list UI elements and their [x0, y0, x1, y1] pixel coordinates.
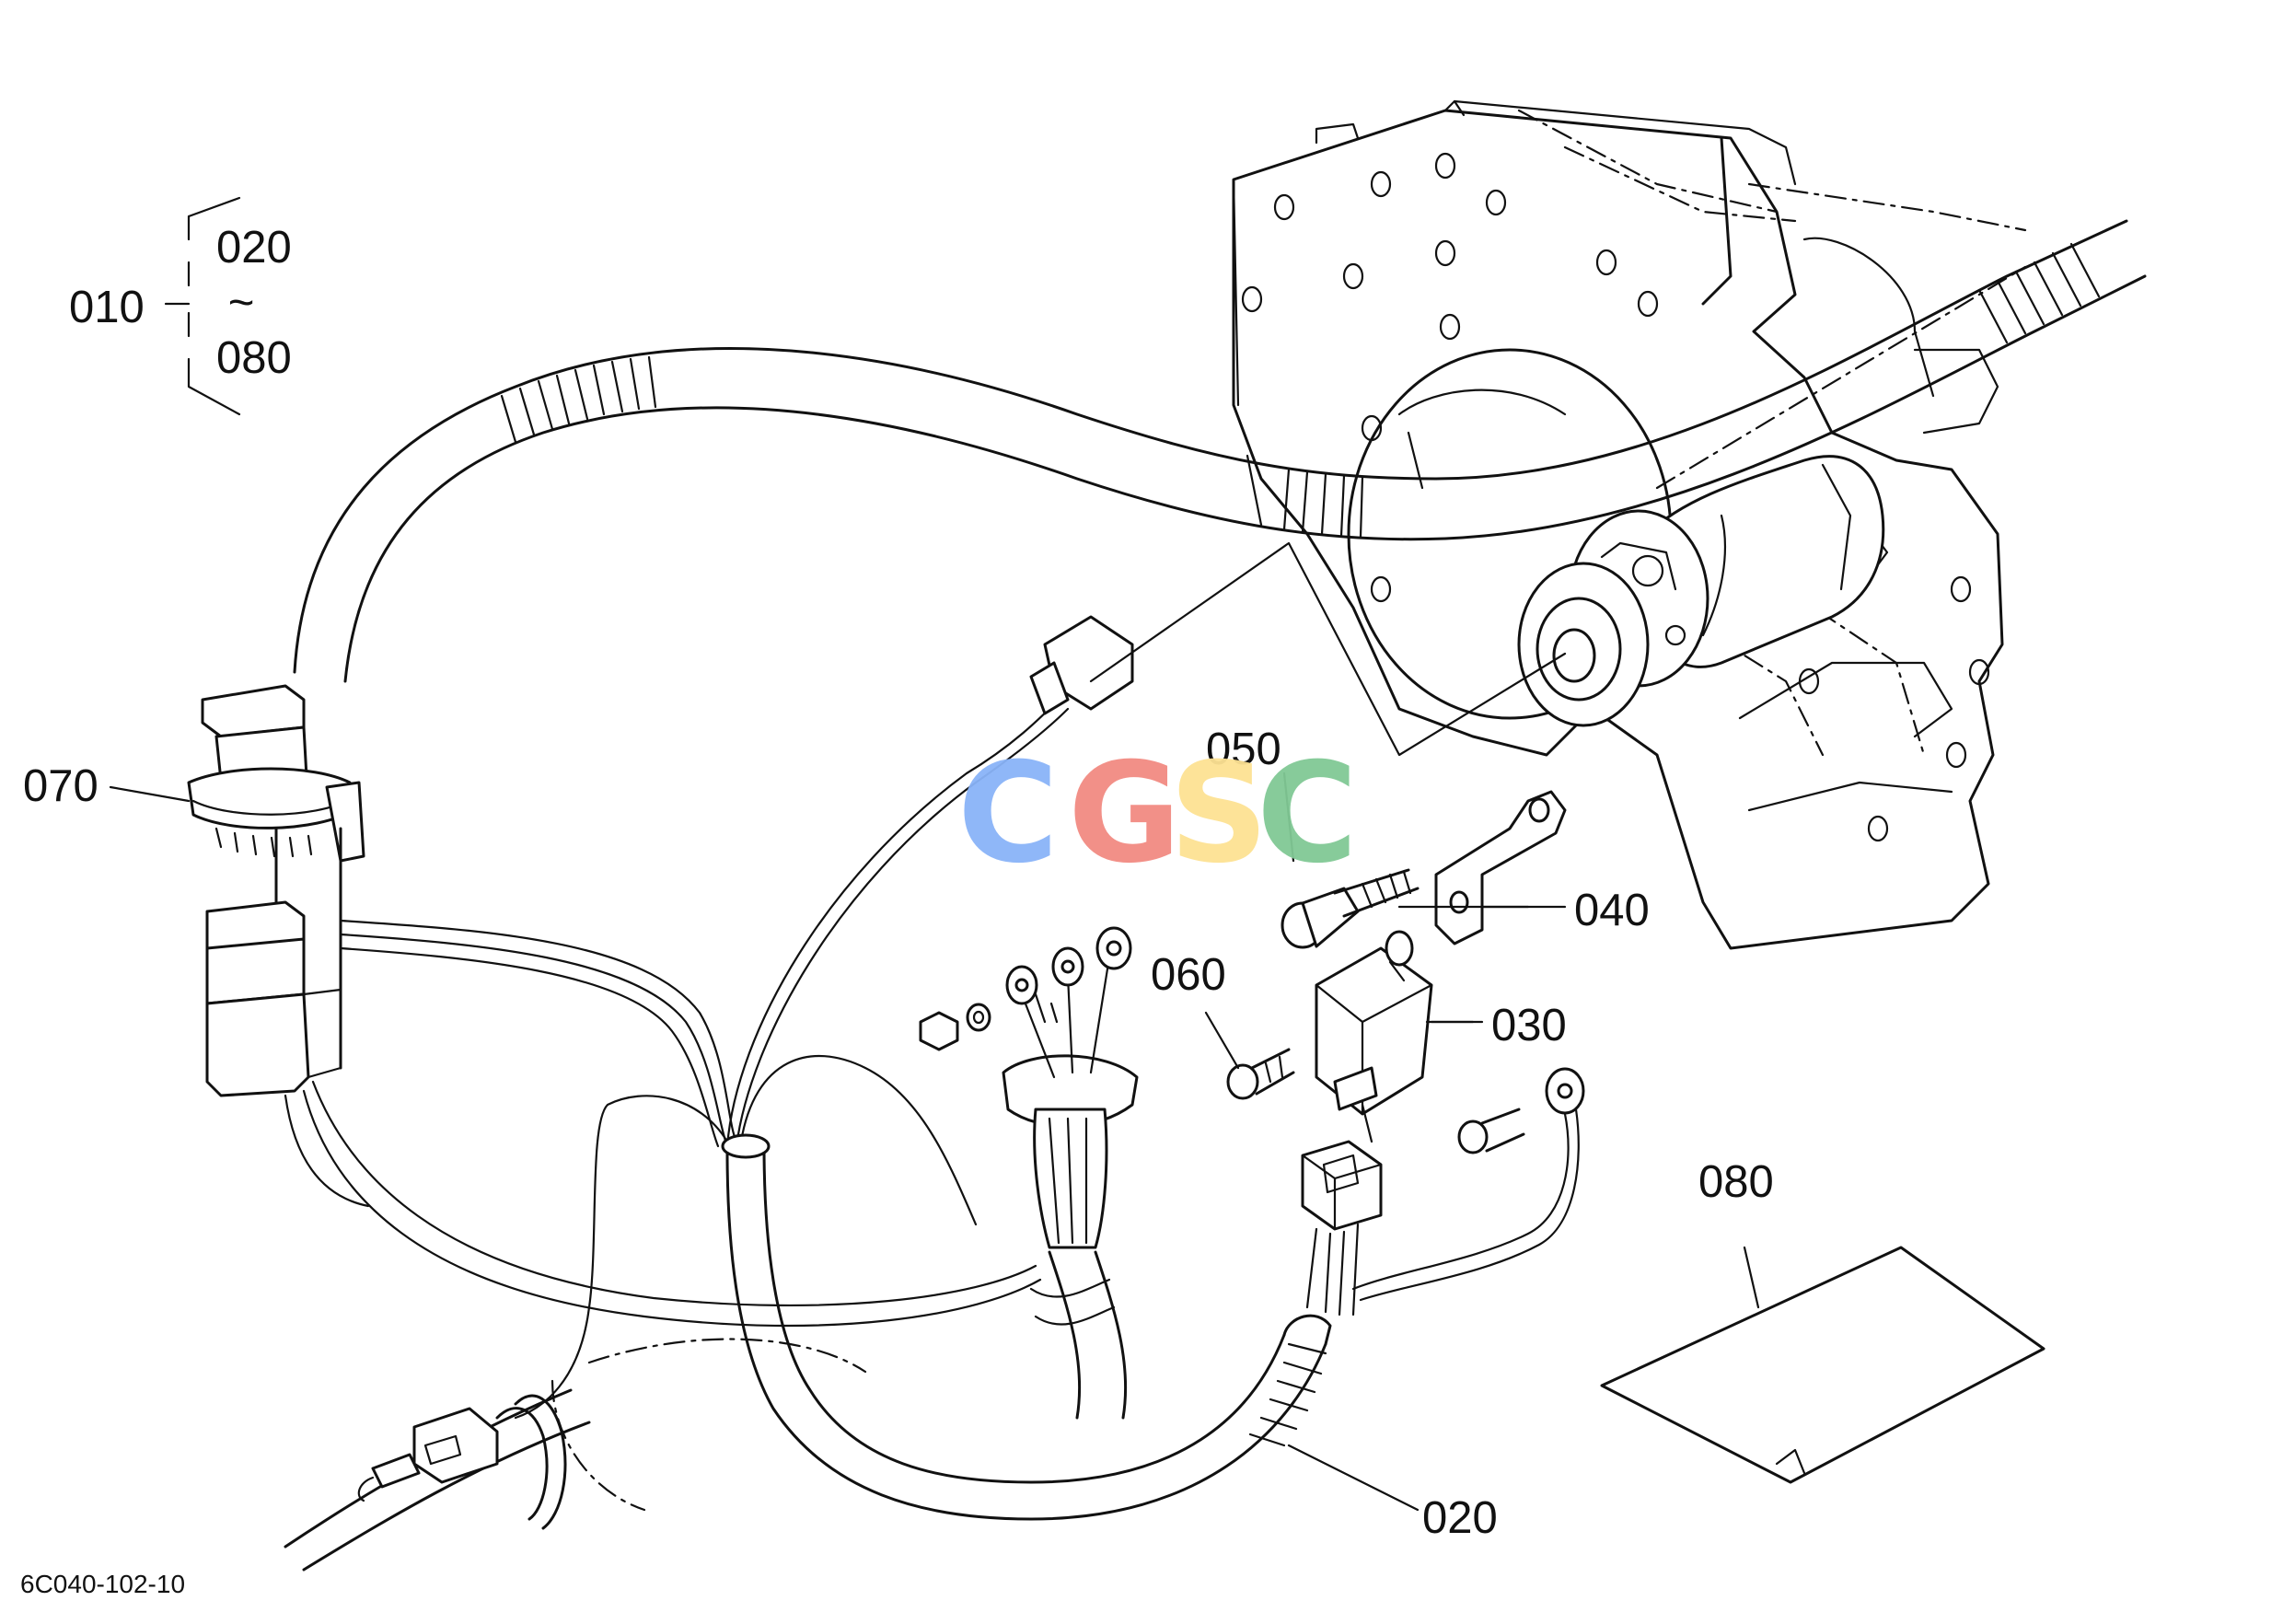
starter-motor [1517, 455, 1885, 727]
screw-060 [1226, 1048, 1295, 1100]
wire-bundle [284, 698, 1070, 1420]
lower-corrugation [1248, 1342, 1327, 1447]
connector-070-assembly [187, 684, 365, 1097]
harness-lower-bend [721, 1133, 1332, 1521]
callout-020-range: 020 [216, 223, 292, 273]
bracket-040 [1434, 790, 1567, 945]
inline-connector-top [1029, 615, 1134, 715]
callout-010: 010 [69, 283, 145, 332]
harness-lower-left [284, 1338, 867, 1572]
leader-lines [109, 196, 1760, 1512]
watermark-letter-3: S [1169, 734, 1269, 894]
relay-030 [1301, 930, 1433, 1317]
cgsc-watermark: C G S C [957, 734, 1358, 894]
callout-020: 020 [1422, 1493, 1498, 1543]
bolt-050 [1281, 868, 1420, 949]
callout-070: 070 [23, 761, 99, 811]
callout-080: 080 [1698, 1157, 1774, 1207]
callout-040: 040 [1574, 886, 1650, 935]
figure-code: 6C040-102-10 [20, 1570, 185, 1598]
harness-corrugation [500, 242, 2101, 539]
callout-range-separator: ~ [228, 278, 255, 328]
callout-060: 060 [1151, 950, 1226, 1000]
callout-030: 030 [1491, 1001, 1567, 1050]
harness-upper-loop [293, 219, 2147, 683]
label-sheet-080 [1600, 1246, 2045, 1484]
callout-050: 050 [1206, 725, 1281, 774]
watermark-letter-2: G [1068, 734, 1181, 894]
watermark-letter-4: C [1257, 734, 1358, 894]
watermark-letter-1: C [957, 734, 1059, 894]
callout-080-range: 080 [216, 333, 292, 383]
grommet-terminals [919, 926, 1139, 1249]
ground-terminal [1351, 1067, 1585, 1302]
